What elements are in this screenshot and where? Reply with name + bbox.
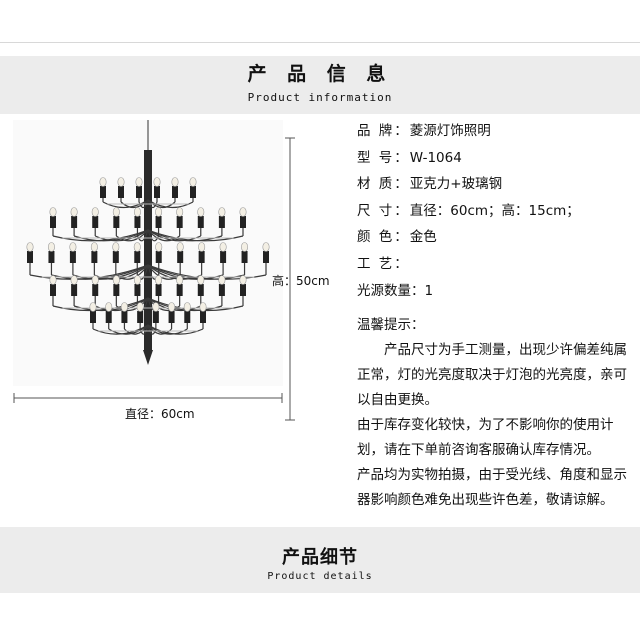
notes-body: 产品尺寸为手工测量，出现少许偏差纯属正常，灯的光亮度取决于灯泡的光亮度，亲可以自… [357, 338, 637, 513]
details-title-cn: 产品细节 [282, 547, 358, 568]
top-divider [0, 42, 640, 43]
note-paragraph: 产品尺寸为手工测量，出现少许偏差纯属正常，灯的光亮度取决于灯泡的光亮度，亲可以自… [357, 342, 627, 408]
spec-row-material: 材 质：亚克力+玻璃钢 [357, 176, 503, 193]
spec-row-size: 尺 寸：直径：60cm；高：15cm； [357, 202, 580, 219]
spec-row-model: 型 号：W-1064 [357, 149, 462, 166]
chandelier-image [26, 120, 270, 365]
width-label: 直径：60cm [125, 407, 195, 421]
note-paragraph: 由于库存变化较快，为了不影响你的使用计划，请在下单前咨询客服确认库存情况。 [357, 417, 614, 458]
section-title-en: Product information [247, 91, 393, 104]
height-label: 高：50cm [272, 274, 330, 288]
spec-row-brand: 品 牌：菱源灯饰照明 [357, 123, 491, 139]
spec-row-light-count: 光源数量：1 [357, 282, 434, 299]
note-paragraph: 产品均为实物拍摄，由于受光线、角度和显示器影响颜色难免出现些许色差，敬请谅解。 [357, 467, 627, 508]
spec-row-color: 颜 色：金色 [357, 229, 437, 246]
footer-band [0, 527, 640, 593]
section-title-cn: 产 品 信 息 [247, 63, 393, 85]
product-photo [13, 120, 283, 386]
spec-row-craft: 工 艺： [357, 255, 410, 272]
notes-title: 温馨提示： [357, 317, 425, 333]
spec-list: 品 牌：菱源灯饰照明 型 号：W-1064 材 质：亚克力+玻璃钢 尺 寸：直径… [357, 118, 635, 304]
header-band [0, 56, 640, 114]
details-title-en: Product details [267, 571, 373, 582]
